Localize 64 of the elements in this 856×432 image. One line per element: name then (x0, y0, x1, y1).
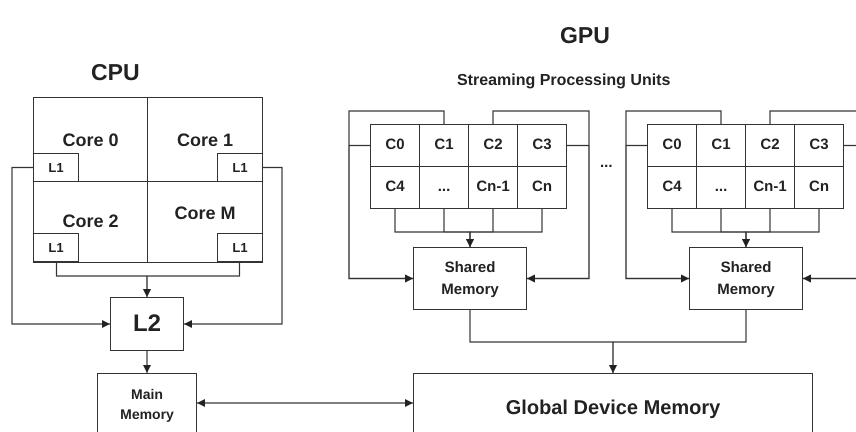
connector-arrow (348, 110, 445, 282)
core-cell (794, 124, 844, 167)
core-label: Core 1 (176, 129, 234, 152)
node-label: L1 (48, 238, 64, 257)
node-label: C0 (662, 135, 682, 156)
connector-arrow (184, 166, 283, 328)
global-memory-box (413, 373, 813, 432)
connector-arrow (143, 350, 151, 373)
core-label: Core M (173, 202, 236, 225)
node-label: C4 (662, 177, 682, 198)
core-quadrant (34, 98, 148, 182)
node-label: Shared Memory (716, 258, 776, 300)
core-cell (517, 166, 567, 209)
connector-arrow (609, 310, 747, 373)
node-label: C3 (809, 135, 829, 156)
core-cell (647, 124, 697, 167)
node-label: ... (714, 177, 728, 198)
connector-arrow (196, 399, 413, 407)
node-label: C0 (385, 135, 405, 156)
node-label: Shared Memory (440, 258, 500, 300)
node-label: L1 (232, 238, 248, 257)
shared-memory-box (689, 247, 803, 310)
core-cell (370, 166, 420, 209)
core-quadrant (34, 182, 148, 262)
l1-cache-box (34, 233, 79, 262)
connector-arrow (742, 209, 820, 247)
core-label: Core 2 (61, 210, 120, 233)
core-cell (370, 124, 420, 167)
core-cell (647, 166, 697, 209)
l1-cache-box (217, 153, 262, 182)
core-cell (794, 166, 844, 209)
ellipsis-text: ... (600, 153, 613, 173)
node-label: C3 (532, 135, 552, 156)
connector-arrow (11, 166, 110, 328)
node-label: ... (438, 177, 450, 198)
node-label: Cn (532, 177, 552, 198)
main-memory-box (97, 373, 197, 432)
core-cell (517, 124, 567, 167)
connector-arrow (527, 144, 590, 282)
section-heading: Streaming Processing Units (457, 71, 670, 91)
connector-arrow (625, 110, 722, 282)
node-label: Main Memory (119, 384, 175, 424)
node-label: L1 (232, 158, 248, 177)
node-label: L2 (132, 309, 161, 339)
node-label: Global Device Memory (506, 396, 720, 421)
l1-cache-box (34, 153, 79, 182)
l2-cache-box (110, 297, 184, 351)
node-label: C2 (483, 135, 503, 156)
node-label: Cn-1 (476, 177, 510, 198)
node-label: C4 (385, 177, 405, 198)
node-label: Cn (809, 177, 829, 198)
node-label: Cn-1 (753, 177, 787, 198)
gpu-heading: GPU (560, 21, 610, 50)
l1-cache-box (217, 233, 262, 262)
core-label: Core 0 (61, 129, 120, 152)
connector-arrow (466, 209, 543, 247)
node-label: C1 (711, 135, 731, 156)
connector-arrow (143, 262, 240, 297)
node-label: C1 (434, 135, 454, 156)
connector-arrow (803, 144, 856, 282)
node-label: L1 (48, 158, 64, 177)
node-label: C2 (760, 135, 780, 156)
shared-memory-box (413, 247, 527, 310)
cpu-heading: CPU (91, 58, 140, 87)
